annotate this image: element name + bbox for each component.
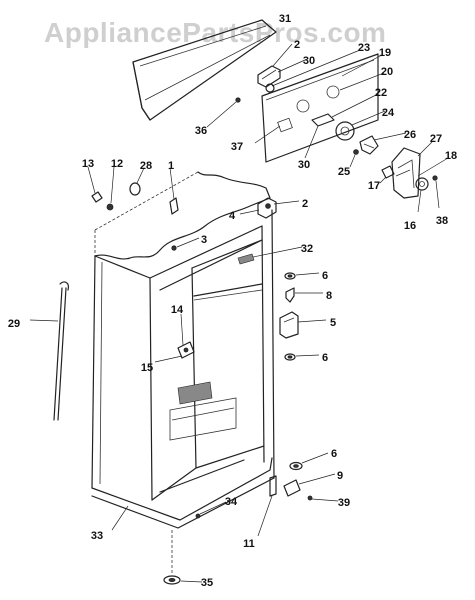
callout-27: 27: [430, 133, 442, 145]
callout-16: 16: [404, 220, 416, 232]
part-26-fan-blade: [359, 132, 407, 155]
cabinet-body: [91, 171, 275, 529]
part-5-bracket: [279, 311, 327, 339]
part-6-lower: [289, 452, 329, 471]
callout-6: 6: [322, 270, 328, 282]
callout-26: 26: [404, 129, 416, 141]
part-35-leg: [163, 530, 203, 585]
part-6-upper: [284, 272, 320, 280]
callout-5: 5: [330, 317, 336, 329]
callout-29: 29: [8, 318, 20, 330]
part-24-motor: [335, 110, 386, 141]
callout-4: 4: [229, 210, 236, 222]
part-38-screw: [432, 175, 440, 209]
callout-8: 8: [326, 290, 332, 302]
part-9-roller: [283, 473, 336, 497]
callout-17: 17: [368, 180, 380, 192]
part-29-tube: [29, 281, 69, 421]
part-3-screw: [171, 237, 200, 251]
part-39-screw: [307, 495, 339, 502]
part-22-30-bracket: [304, 93, 379, 159]
callout-25: 25: [338, 166, 350, 178]
callout-2: 2: [294, 39, 300, 51]
callout-39: 39: [338, 497, 350, 509]
callout-36: 36: [195, 125, 207, 137]
callout-19: 19: [379, 47, 391, 59]
leader-37: [254, 125, 281, 144]
callout-9: 9: [337, 470, 343, 482]
callout-12: 12: [111, 158, 123, 170]
callout-14: 14: [171, 304, 184, 316]
part-34-screw: [195, 501, 227, 519]
callout-20: 20: [381, 66, 393, 78]
callout-34: 34: [225, 496, 238, 508]
callout-22: 22: [375, 87, 387, 99]
callout-11: 11: [243, 538, 255, 550]
callout-2: 2: [302, 198, 308, 210]
callout-30: 30: [298, 159, 310, 171]
part-18-lead: [417, 157, 449, 177]
part-31-bracket: [132, 19, 277, 121]
part-25-washer: [349, 149, 359, 168]
part-1-clip: [169, 167, 179, 215]
part-16-bulb: [415, 177, 429, 213]
callout-35: 35: [201, 577, 213, 589]
watermark: AppliancePartsPros.com: [44, 17, 386, 48]
part-2-30-top-hinge: [257, 43, 306, 88]
leader-33: [111, 505, 129, 531]
part-17-socket: [379, 165, 395, 184]
part-36-screw: [206, 97, 241, 128]
part-28-plug: [129, 167, 145, 196]
part-13-screw: [87, 166, 103, 203]
callout-38: 38: [436, 215, 448, 227]
callout-3: 3: [201, 234, 207, 246]
callout-28: 28: [140, 160, 152, 172]
part-12-washer: [106, 166, 115, 211]
part-27-light-housing: [391, 141, 433, 199]
callout-32: 32: [301, 243, 313, 255]
callout-13: 13: [82, 158, 94, 170]
callout-1: 1: [168, 160, 174, 172]
part-11-leveler: [257, 475, 277, 537]
callout-15: 15: [141, 362, 153, 374]
callout-18: 18: [445, 150, 457, 162]
callout-30: 30: [303, 55, 315, 67]
part-6-mid: [284, 353, 320, 361]
callout-6: 6: [322, 352, 328, 364]
callout-23: 23: [358, 42, 370, 54]
control-panel: [261, 49, 385, 163]
part-14-15-thermostat: [154, 313, 195, 363]
callout-24: 24: [382, 107, 395, 119]
part-4-2-top-hinge: [239, 197, 300, 219]
callout-6: 6: [331, 448, 337, 460]
callout-33: 33: [91, 530, 103, 542]
part-8-screw: [285, 287, 323, 303]
part-32-grommet: [237, 246, 303, 265]
callout-31: 31: [279, 13, 291, 25]
callout-37: 37: [231, 141, 243, 153]
